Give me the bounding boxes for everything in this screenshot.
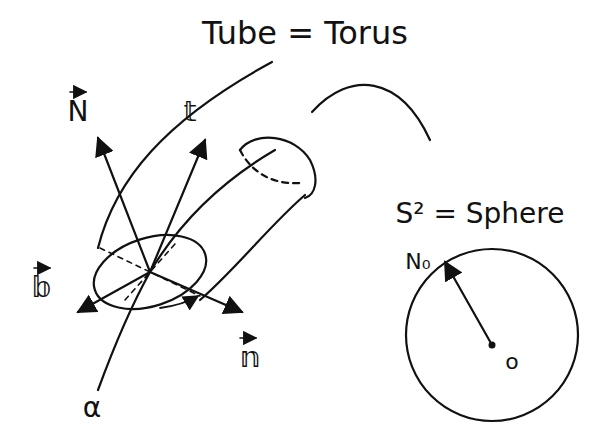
vector-label: 𝕥 [183, 97, 196, 128]
vector-N0 [445, 262, 492, 345]
vector-t [150, 140, 205, 272]
vector-label: N [68, 97, 89, 128]
vector-label: 𝕟 [240, 343, 261, 374]
vector-overarrow [240, 337, 256, 339]
far-section [240, 138, 315, 198]
origin-label: o [505, 350, 518, 374]
vector-overarrow [34, 267, 50, 269]
rotation-arrow [160, 296, 198, 308]
point-label: N₀ [405, 250, 430, 274]
sphere-label: S² = Sphere [396, 199, 565, 230]
vector-label: 𝕓 [32, 273, 52, 304]
curve-label: α [83, 393, 101, 424]
origin-dot [489, 342, 496, 349]
diagram-title: Tube = Torus [202, 16, 408, 51]
tube-edge [200, 195, 305, 300]
map-curve [312, 85, 430, 140]
vector-n [150, 272, 242, 312]
vector-overarrow [70, 91, 86, 93]
vector-N [98, 138, 150, 272]
tube-edge [98, 62, 272, 248]
sphere [406, 249, 578, 421]
vector-b [78, 272, 150, 312]
